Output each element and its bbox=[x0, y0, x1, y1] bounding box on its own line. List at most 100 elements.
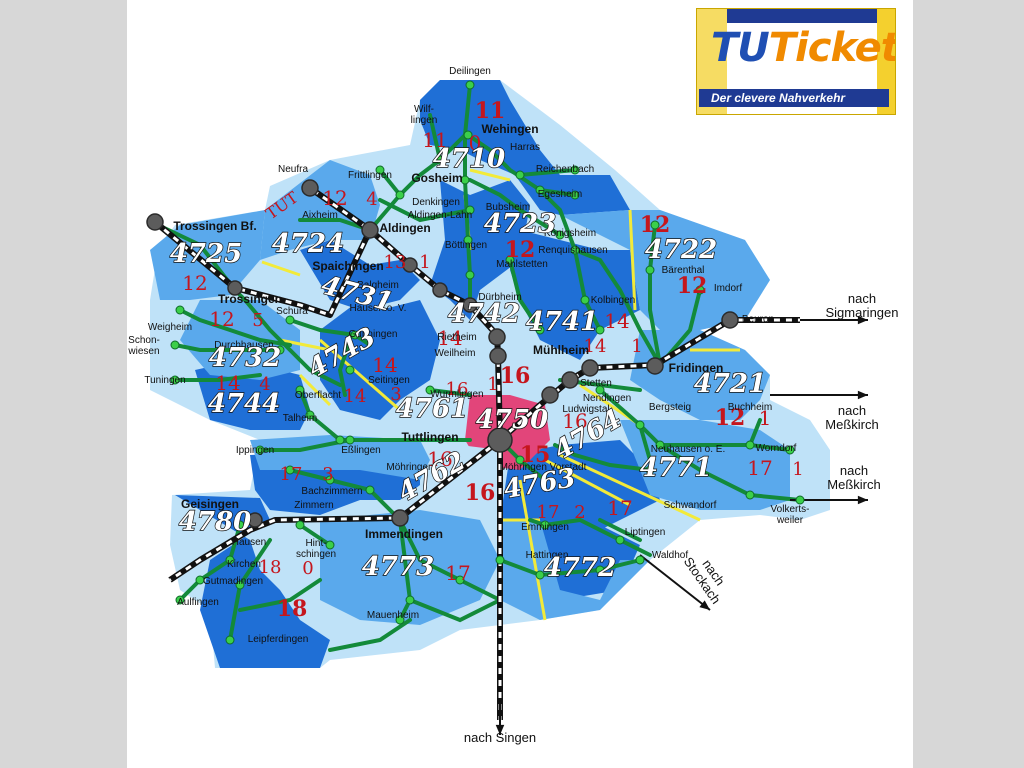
place-label-hintschingen: Hint-schingen bbox=[296, 538, 336, 560]
stop-25 bbox=[170, 375, 180, 385]
zone-area-11 bbox=[300, 240, 420, 310]
place-label-line: Trossingen Bf. bbox=[173, 219, 256, 233]
place-label-mahlstetten: Mahlstetten bbox=[496, 259, 548, 270]
stop-50 bbox=[785, 445, 795, 455]
zone-label-4761: 4761 bbox=[396, 394, 468, 424]
bus-route-4 bbox=[538, 188, 577, 197]
bus-route-29 bbox=[498, 558, 642, 578]
stop-28 bbox=[275, 345, 285, 355]
stop-33 bbox=[255, 445, 265, 455]
stop-4 bbox=[515, 170, 525, 180]
stop-40 bbox=[455, 575, 465, 585]
ring-number-13: 12 bbox=[209, 307, 234, 331]
zone-label-4722: 4722 bbox=[645, 235, 717, 265]
place-label-renquishausen: Renquishausen bbox=[538, 245, 608, 256]
place-label-line: Liptingen bbox=[625, 527, 666, 538]
place-label-line: Schon- bbox=[128, 335, 160, 346]
place-label-bergsteig: Bergsteig bbox=[649, 402, 691, 413]
ring-number-24: 1 bbox=[631, 336, 642, 357]
stop-12 bbox=[555, 230, 565, 240]
bus-route-6 bbox=[428, 113, 442, 162]
bus-route-25 bbox=[298, 523, 332, 547]
ring-number-21: 14 bbox=[344, 386, 367, 407]
bus-route-30 bbox=[528, 517, 652, 557]
place-label-trossingen_bf: Trossingen Bf. bbox=[173, 219, 256, 233]
place-label-immendingen: Immendingen bbox=[365, 527, 443, 541]
place-label-line: Aldingen bbox=[379, 221, 430, 235]
direction-label-stockach: nachStockach bbox=[681, 546, 735, 606]
place-label-line: Eßlingen bbox=[341, 445, 380, 456]
bus-route-38 bbox=[238, 578, 322, 612]
stop-39 bbox=[325, 540, 335, 550]
zone-area-18 bbox=[320, 510, 500, 625]
place-label-fridingen: Fridingen bbox=[669, 361, 724, 375]
stop-56 bbox=[195, 575, 205, 585]
place-label-line: Balgheim bbox=[357, 280, 399, 291]
place-label-line: Weigheim bbox=[148, 322, 192, 333]
station-6 bbox=[432, 282, 448, 298]
place-label-beuron: Beuron bbox=[742, 314, 774, 325]
place-label-line: Neufra bbox=[278, 164, 308, 175]
place-label-liptingen: Liptingen bbox=[625, 527, 666, 538]
zone-label-4780: 4780 bbox=[179, 507, 251, 537]
ring-number-34: 17 bbox=[280, 464, 303, 485]
place-label-geisingen: Geisingen bbox=[181, 497, 239, 511]
place-label-esslingen: Eßlingen bbox=[341, 445, 380, 456]
tuticket-logo: TUTicket Der clevere Nahverkehr bbox=[696, 8, 896, 115]
place-label-line: Möhringen bbox=[386, 462, 433, 473]
place-label-line: Schwandorf bbox=[664, 500, 717, 511]
place-label-aldingen_lahn: Aldingen-Lahn bbox=[408, 210, 473, 221]
place-label-line: Rietheim bbox=[437, 332, 476, 343]
rail-line-dash-5 bbox=[169, 438, 501, 582]
bus-route-39 bbox=[553, 443, 652, 472]
direction-label-line: nach bbox=[848, 291, 876, 306]
place-label-zimmern: Zimmern bbox=[294, 500, 333, 511]
ring-number-38: 2 bbox=[574, 502, 585, 523]
zone-border-7 bbox=[559, 453, 701, 522]
ring-number-26: 1 bbox=[487, 374, 498, 395]
ring-number-10: 12 bbox=[677, 273, 708, 299]
direction-arrowhead-3 bbox=[857, 495, 868, 505]
place-label-line: Gosheim bbox=[411, 171, 462, 185]
place-label-bubsheim: Bubsheim bbox=[486, 202, 530, 213]
place-label-line: Aixheim bbox=[302, 210, 338, 221]
place-label-boettingen: Böttingen bbox=[445, 240, 487, 251]
station-10 bbox=[487, 427, 513, 453]
place-label-line: Möhringen Vorstadt bbox=[500, 462, 587, 473]
place-label-tuttlingen: Tuttlingen bbox=[401, 430, 458, 444]
place-label-line: lingen bbox=[411, 115, 438, 126]
place-label-line: Geisingen bbox=[181, 497, 239, 511]
stop-29 bbox=[345, 365, 355, 375]
place-label-line: Ippingen bbox=[236, 445, 274, 456]
zone-border-13 bbox=[469, 168, 511, 182]
bus-route-28 bbox=[408, 598, 502, 623]
place-label-worndorf: Worndorf bbox=[756, 443, 797, 454]
stop-58 bbox=[235, 580, 245, 590]
bus-route-21 bbox=[308, 413, 472, 442]
station-12 bbox=[561, 371, 579, 389]
ring-number-44: 17 bbox=[445, 561, 470, 585]
zone-label-4723: 4723 bbox=[484, 209, 556, 239]
direction-arrowhead-4 bbox=[699, 600, 710, 610]
place-label-moehringen_vorstadt: Möhringen Vorstadt bbox=[500, 462, 587, 473]
place-label-line: Schura bbox=[276, 306, 308, 317]
direction-arrowhead-1 bbox=[857, 315, 868, 325]
zone-label-4773: 4773 bbox=[362, 552, 434, 582]
bus-route-46 bbox=[156, 223, 247, 302]
ring-number-43: 0 bbox=[302, 558, 313, 579]
stop-9 bbox=[375, 165, 385, 175]
bus-route-8 bbox=[468, 178, 562, 237]
ring-number-15: 5 bbox=[252, 310, 263, 331]
stop-37 bbox=[325, 475, 335, 485]
station-11 bbox=[541, 386, 559, 404]
place-label-line: Weilheim bbox=[435, 348, 476, 359]
place-label-muehlheim: Mühlheim bbox=[533, 343, 589, 357]
rail-line-dash-1 bbox=[154, 186, 372, 317]
stop-63 bbox=[635, 420, 645, 430]
direction-arrowhead-2 bbox=[857, 390, 868, 400]
zone-border-4 bbox=[628, 209, 637, 311]
bus-route-33 bbox=[658, 443, 802, 502]
stop-2 bbox=[463, 130, 473, 140]
